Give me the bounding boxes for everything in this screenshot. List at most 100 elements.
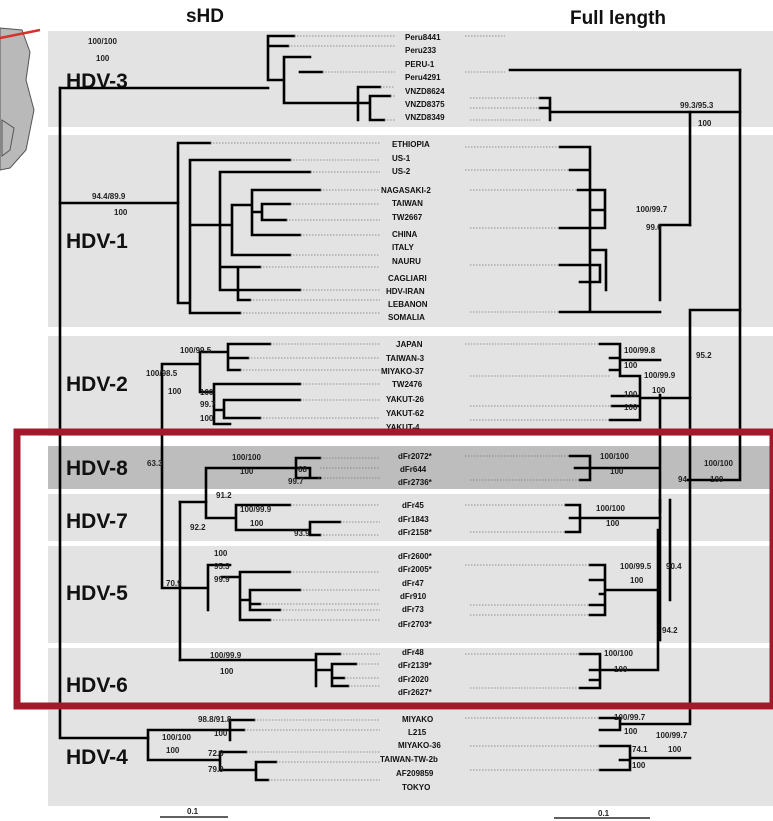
support-value: 100 [624, 403, 638, 412]
shd-support-values: 100/100 100 94.4/89.9 100 100/99.5 100/9… [88, 37, 310, 774]
support-value: 100/100 [604, 649, 633, 658]
full-length-support-values: 99.3/95.3 100 100/99.7 99.6 100/99.8 100… [596, 101, 733, 770]
support-value: 99.7 [288, 477, 304, 486]
support-value: 94.4/89.9 [92, 192, 126, 201]
support-value: 100/99.7 [614, 713, 646, 722]
leaf-label: dFr2020 [398, 675, 429, 684]
leaf-label: US-1 [392, 154, 411, 163]
support-value: 100/99.9 [240, 505, 272, 514]
support-value: 95.3 [214, 562, 230, 571]
support-value: 100/99.7 [636, 205, 668, 214]
support-value: 63.3 [147, 459, 163, 468]
leaf-label: dFr1843 [398, 515, 429, 524]
leaf-label: US-2 [392, 167, 411, 176]
support-value: 100/98.5 [146, 369, 178, 378]
support-value: 99.6 [646, 223, 662, 232]
support-value: 100/99.7 [656, 731, 688, 740]
leaf-label: dFr2600* [398, 552, 433, 561]
support-value: 79.9 [208, 765, 224, 774]
leaf-label: VNZD8349 [405, 113, 445, 122]
leaf-label: JAPAN [396, 340, 423, 349]
connector-lines [210, 35, 612, 781]
header-full-length: Full length [570, 8, 666, 29]
leaf-label: dFr47 [402, 579, 424, 588]
leaf-label: Peru233 [405, 46, 437, 55]
support-value: 100 [96, 54, 110, 63]
leaf-label: MIYAKO [402, 715, 433, 724]
support-value: 93.9 [294, 529, 310, 538]
support-value: 100 [250, 519, 264, 528]
leaf-label: ETHIOPIA [392, 140, 430, 149]
leaf-label: NAURU [392, 257, 421, 266]
leaf-label: dFr73 [402, 605, 424, 614]
full-length-tree [508, 68, 742, 772]
leaf-label: VNZD8375 [405, 100, 445, 109]
leaf-label: Peru8441 [405, 33, 441, 42]
group-label: HDV-2 [66, 373, 128, 396]
header-shd: sHD [186, 6, 224, 27]
leaf-label: AF209859 [396, 769, 434, 778]
leaf-label: dFr2627* [398, 688, 433, 697]
support-value: 100 [200, 414, 214, 423]
support-value: 99.9 [214, 575, 230, 584]
scale-bar-left: 0.1 [160, 807, 228, 818]
leaf-label: YAKUT-4 [386, 423, 420, 432]
leaf-label: dFr644 [400, 465, 427, 474]
leaf-label: dFr2158* [398, 528, 433, 537]
leaf-label: dFr2736* [398, 478, 433, 487]
support-value: 92.2 [190, 523, 206, 532]
support-value: 100/99.5 [620, 562, 652, 571]
support-value: 68 [298, 465, 307, 474]
support-value: 100 [240, 467, 254, 476]
leaf-label: ITALY [392, 243, 414, 252]
support-value: 100 [114, 208, 128, 217]
leaf-label: NAGASAKI-2 [381, 186, 431, 195]
leaf-label: CAGLIARI [388, 274, 427, 283]
group-label: HDV-6 [66, 674, 128, 697]
leaf-label: SOMALIA [388, 313, 425, 322]
support-value: 100 [624, 390, 638, 399]
support-value: 100 [630, 576, 644, 585]
leaf-label: LEBANON [388, 300, 428, 309]
support-value: 100 [610, 467, 624, 476]
support-value: 94.2 [662, 626, 678, 635]
highlight-box [13, 428, 773, 710]
support-value: 91.2 [216, 491, 232, 500]
support-value: 100/100 [704, 459, 733, 468]
support-value: 100 [624, 727, 638, 736]
scale-label: 0.1 [598, 809, 610, 818]
band-hdv6 [48, 648, 773, 705]
support-value: 100 [200, 388, 214, 397]
support-value: 98.8/91.8 [198, 715, 232, 724]
leaf-labels: Peru8441 Peru233 PERU-1 Peru4291 VNZD862… [380, 33, 445, 792]
support-value: 74.1 [632, 745, 648, 754]
support-value: 100/100 [596, 504, 625, 513]
support-value: 100 [632, 761, 646, 770]
leaf-label: CHINA [392, 230, 418, 239]
leaf-label: PERU-1 [405, 60, 435, 69]
leaf-label: TAIWAN [392, 199, 423, 208]
leaf-label: dFr2139* [398, 661, 433, 670]
support-value: 95.2 [696, 351, 712, 360]
leaf-label: L215 [408, 728, 427, 737]
band-hdv1 [48, 135, 773, 327]
map-fragment [0, 27, 41, 171]
support-value: 99.7 [200, 400, 216, 409]
leaf-label: dFr45 [402, 501, 424, 510]
leaf-label: dFr2072* [398, 452, 433, 461]
support-value: 100 [614, 665, 628, 674]
support-value: 100 [710, 475, 724, 484]
leaf-label: MIYAKO-36 [398, 741, 441, 750]
leaf-label: YAKUT-26 [386, 395, 424, 404]
group-label: HDV-1 [66, 230, 128, 253]
support-value: 100/100 [162, 733, 191, 742]
leaf-label: TW2476 [392, 380, 423, 389]
support-value: 100 [220, 667, 234, 676]
leaf-label: TW2667 [392, 213, 423, 222]
support-value: 100 [168, 387, 182, 396]
leaf-label: TOKYO [402, 783, 430, 792]
support-value: 100 [652, 386, 666, 395]
band-hdv2 [48, 336, 773, 436]
support-value: 100 [624, 361, 638, 370]
leaf-label: MIYAKO-37 [381, 367, 424, 376]
